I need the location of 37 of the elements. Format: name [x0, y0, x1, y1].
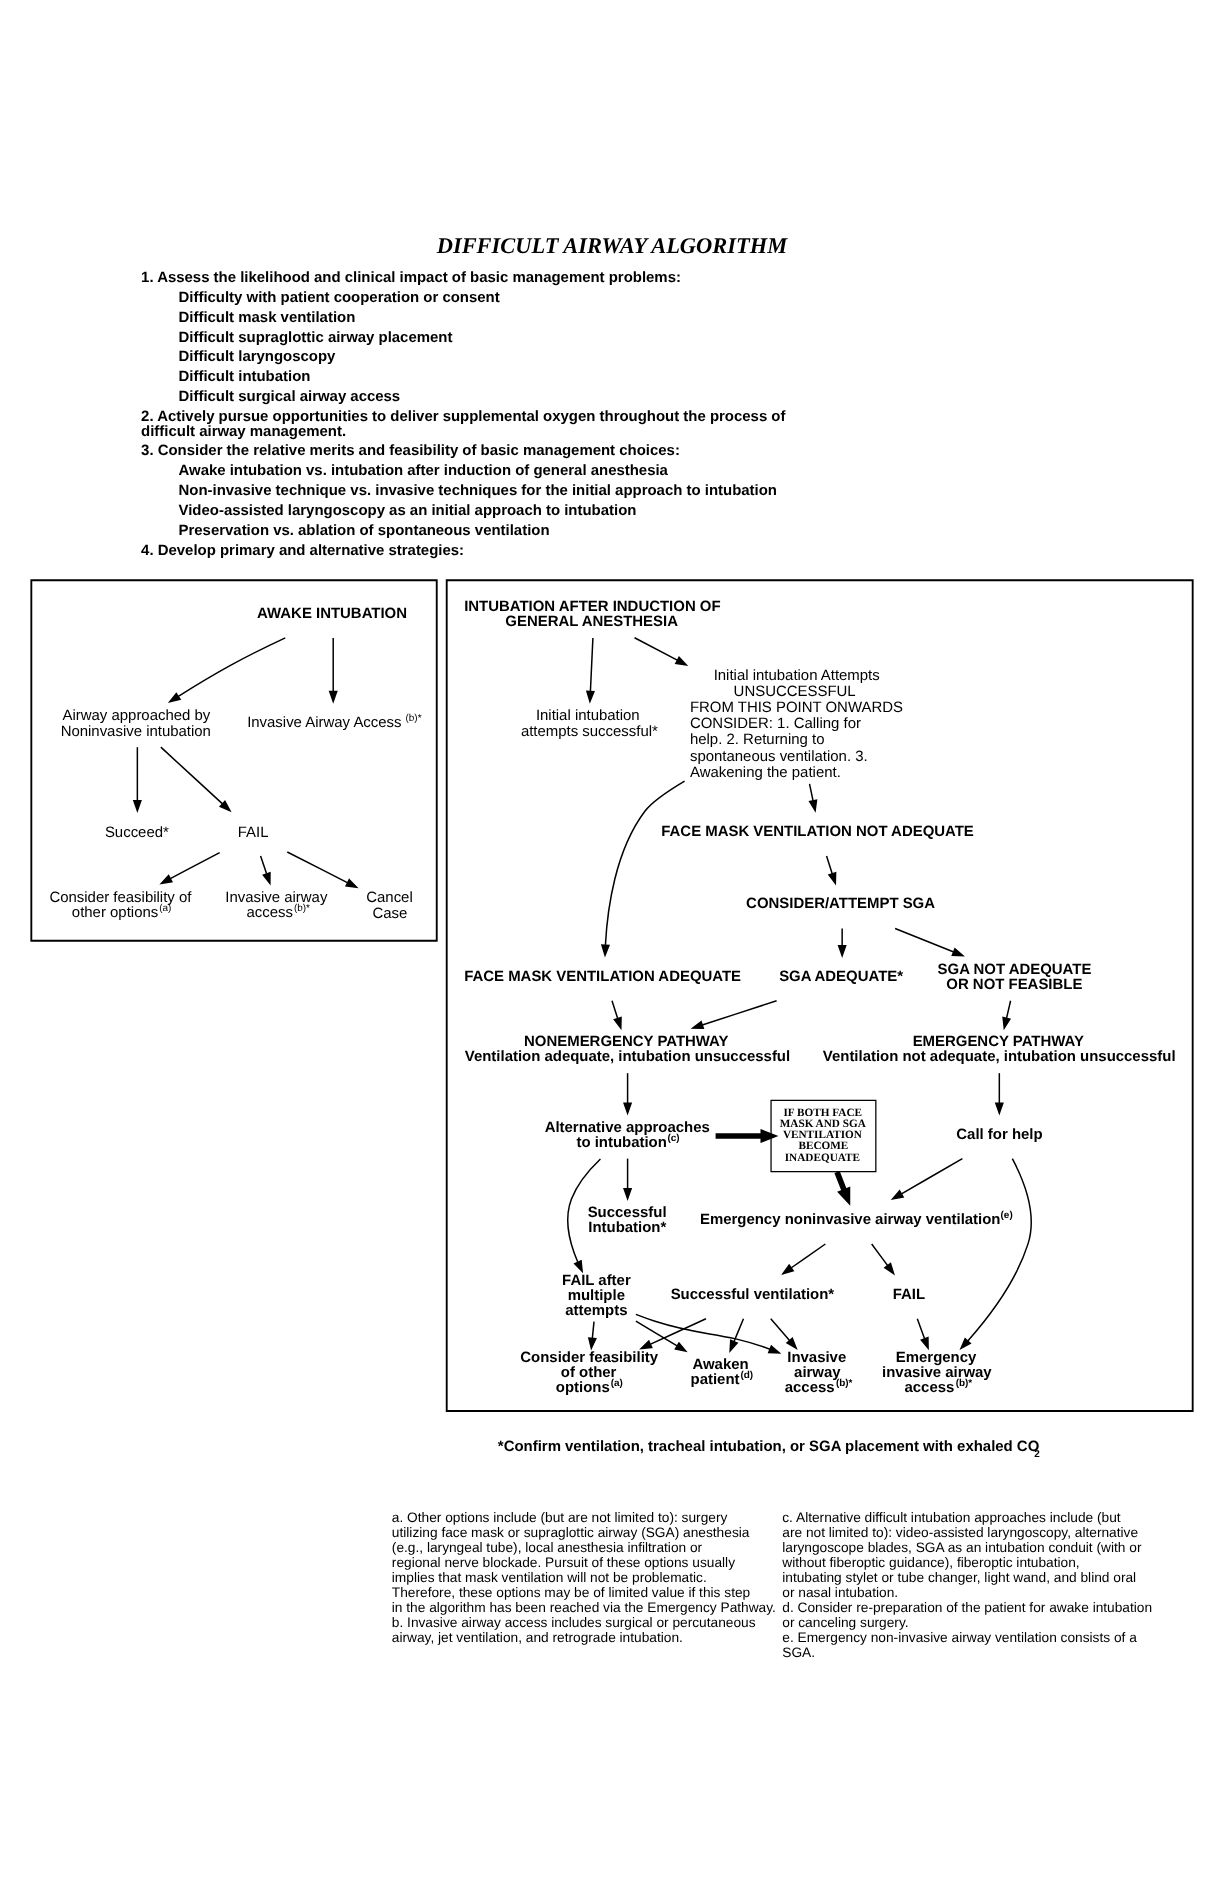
- arrow: [635, 1319, 688, 1352]
- arrow: [729, 1317, 745, 1352]
- arrow: [890, 1156, 964, 1200]
- arrow: [837, 926, 847, 957]
- cluster: [30, 578, 438, 941]
- arrow: [567, 1157, 602, 1273]
- arrow: [167, 636, 287, 702]
- arrow: [781, 1242, 827, 1274]
- arrow: [159, 850, 221, 884]
- arrow: [808, 782, 818, 812]
- arrow: [635, 1312, 782, 1353]
- arrow: [286, 850, 359, 888]
- arrow: [587, 1319, 597, 1350]
- diagram-title: DIFFICULT AIRWAY ALGORITHM: [436, 233, 788, 258]
- arrow: [623, 1071, 633, 1115]
- arrow: [959, 1156, 1032, 1350]
- arrow: [611, 999, 622, 1030]
- arrow: [894, 926, 965, 956]
- arrow: [639, 1317, 707, 1349]
- arrow: [600, 779, 686, 957]
- arrow: [870, 1242, 895, 1275]
- arrow: [633, 636, 689, 665]
- arrow: [328, 636, 338, 703]
- arrow: [834, 1169, 851, 1205]
- arrow: [623, 1156, 633, 1200]
- arrow: [825, 854, 837, 885]
- arrow: [770, 1317, 798, 1349]
- arrow: [160, 745, 232, 812]
- cluster: [445, 578, 1194, 1411]
- arrow: [994, 1071, 1004, 1115]
- arrow: [259, 854, 271, 885]
- arrow: [916, 1317, 929, 1350]
- arrow: [132, 745, 142, 812]
- arrow: [715, 1127, 779, 1143]
- arrow: [1002, 999, 1012, 1030]
- arrow: [585, 636, 595, 703]
- arrow: [690, 999, 778, 1029]
